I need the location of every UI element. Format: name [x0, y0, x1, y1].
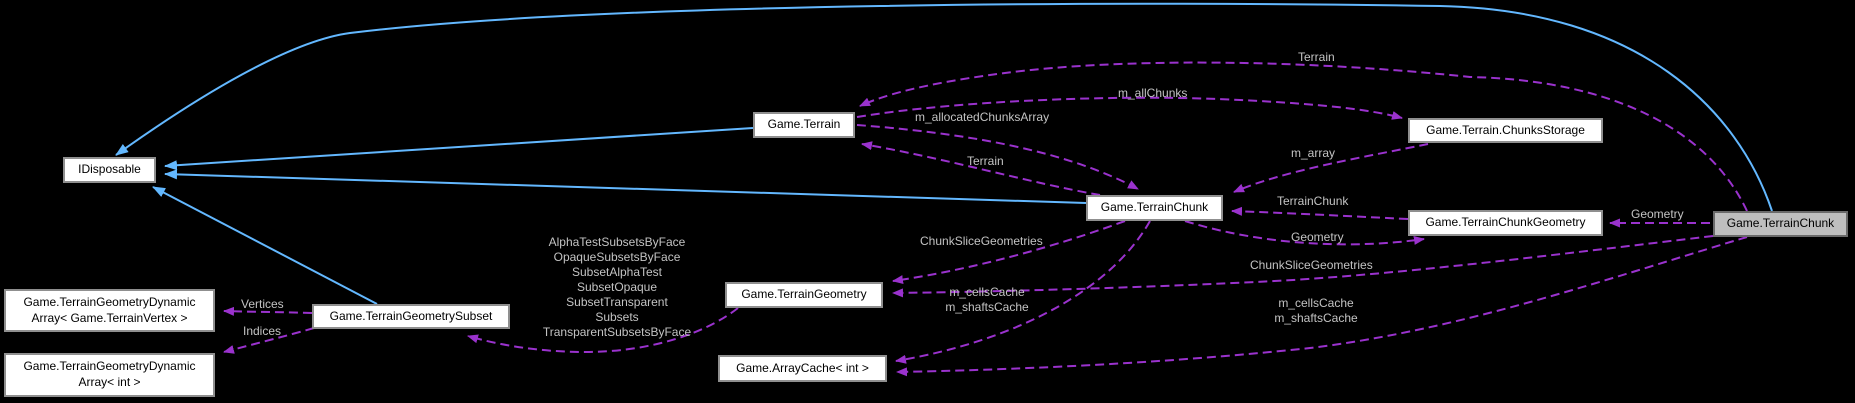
edge-usage-caches-left — [895, 220, 1151, 364]
node-label: IDisposable — [78, 162, 141, 177]
node-idisposable[interactable]: IDisposable — [63, 157, 156, 183]
node-label: Game.ArrayCache< int > — [736, 360, 869, 375]
node-label: Game.TerrainChunkGeometry — [1425, 215, 1586, 230]
edge-usage-terrain-mid — [861, 141, 1101, 196]
edge-inheritance-terrainchunk-current-to-idisposable — [115, 2, 1773, 212]
node-terraingeometrydynamicarray-int[interactable]: Game.TerrainGeometryDynamic Array< int > — [4, 353, 215, 397]
node-label: Game.TerrainChunk — [1100, 200, 1209, 215]
edge-usage-m-allocatedchunksarray — [856, 124, 1139, 190]
edge-usage-chunkslicegeometries-right — [892, 235, 1714, 298]
node-label: Game.TerrainGeometryDynamic Array< int > — [23, 359, 196, 389]
edge-usage-vertices — [223, 306, 313, 316]
node-terrain[interactable]: Game.Terrain — [753, 112, 855, 138]
edge-usage-m-array — [1233, 143, 1429, 193]
node-label: Game.TerrainChunk — [1726, 216, 1835, 231]
node-terrainchunk-current: Game.TerrainChunk — [1713, 211, 1848, 237]
node-terraingeometry[interactable]: Game.TerrainGeometry — [725, 282, 883, 308]
edge-usage-caches-right — [896, 236, 1748, 377]
node-terrainchunk-center[interactable]: Game.TerrainChunk — [1086, 195, 1223, 221]
edge-usage-geometry-mid — [1184, 220, 1425, 246]
node-arraycache-int[interactable]: Game.ArrayCache< int > — [718, 355, 887, 382]
edge-usage-m-allchunks — [856, 96, 1403, 120]
edge-inheritance-terrainchunk-center-to-idisposable — [164, 169, 1087, 204]
node-terrainchunkgeometry[interactable]: Game.TerrainChunkGeometry — [1408, 210, 1603, 236]
node-label: Game.TerrainGeometry — [741, 287, 867, 302]
node-terrain-chunksstorage[interactable]: Game.Terrain.ChunksStorage — [1408, 118, 1603, 143]
edge-usage-indices — [223, 327, 315, 354]
edge-inheritance-geometrysubset-to-idisposable — [152, 186, 378, 305]
node-label: Game.Terrain.ChunksStorage — [1426, 122, 1585, 137]
edge-inheritance-terrain-to-idisposable — [164, 127, 754, 171]
node-terraingeometrydynamicarray-terrainvertex[interactable]: Game.TerrainGeometryDynamic Array< Game.… — [4, 289, 215, 332]
edge-usage-chunkslicegeometries-left — [892, 220, 1126, 285]
node-label: Game.Terrain — [767, 117, 841, 132]
edge-usage-terrain-top — [859, 61, 1748, 212]
edge-usage-subset-members — [467, 307, 739, 354]
node-label: Game.TerrainGeometrySubset — [329, 308, 493, 323]
edge-usage-terrainchunk — [1231, 206, 1409, 220]
node-terraingeometrysubset[interactable]: Game.TerrainGeometrySubset — [312, 304, 510, 329]
node-label: Game.TerrainGeometryDynamic Array< Game.… — [23, 294, 196, 325]
